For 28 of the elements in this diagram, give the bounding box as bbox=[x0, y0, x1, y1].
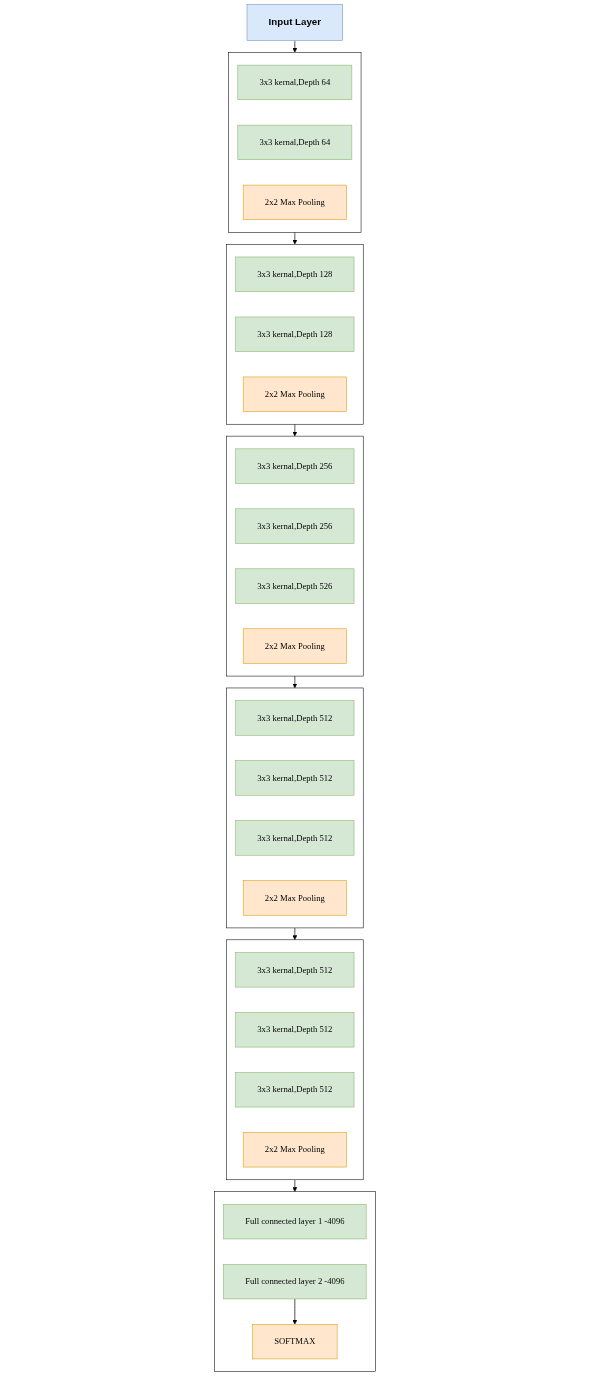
node-box: 3x3 kernal,Depth 128 bbox=[235, 256, 355, 292]
cluster bbox=[226, 244, 364, 425]
node-box: Input Layer bbox=[246, 4, 344, 41]
cluster bbox=[226, 687, 364, 929]
node-box: 3x3 kernal,Depth 64 bbox=[237, 64, 353, 100]
node-box: 3x3 kernal,Depth 512 bbox=[235, 700, 355, 736]
node-box: Full connected layer 1 -4096 bbox=[223, 1204, 367, 1240]
node-box: 2x2 Max Pooling bbox=[243, 628, 347, 664]
node-box: SOFTMAX bbox=[252, 1324, 338, 1360]
node-box: 3x3 kernal,Depth 128 bbox=[235, 316, 355, 352]
node-box: 3x3 kernal,Depth 526 bbox=[235, 568, 355, 604]
node-box: Full connected layer 2 -4096 bbox=[223, 1264, 367, 1300]
node-box: 2x2 Max Pooling bbox=[243, 880, 347, 916]
node-box: 2x2 Max Pooling bbox=[243, 184, 347, 220]
node-box: 3x3 kernal,Depth 512 bbox=[235, 952, 355, 988]
node-box: 3x3 kernal,Depth 512 bbox=[235, 820, 355, 856]
node-box: 3x3 kernal,Depth 256 bbox=[235, 448, 355, 484]
node-box: 2x2 Max Pooling bbox=[243, 376, 347, 412]
cluster bbox=[226, 939, 364, 1181]
node-box: 3x3 kernal,Depth 256 bbox=[235, 508, 355, 544]
node-box: 3x3 kernal,Depth 64 bbox=[237, 124, 353, 160]
cluster bbox=[228, 52, 362, 233]
node-box: 3x3 kernal,Depth 512 bbox=[235, 1012, 355, 1048]
node-box: 2x2 Max Pooling bbox=[243, 1132, 347, 1168]
node-box: 3x3 kernal,Depth 512 bbox=[235, 1072, 355, 1108]
cluster bbox=[214, 1191, 376, 1372]
node-box: 3x3 kernal,Depth 512 bbox=[235, 760, 355, 796]
cluster bbox=[226, 435, 364, 677]
